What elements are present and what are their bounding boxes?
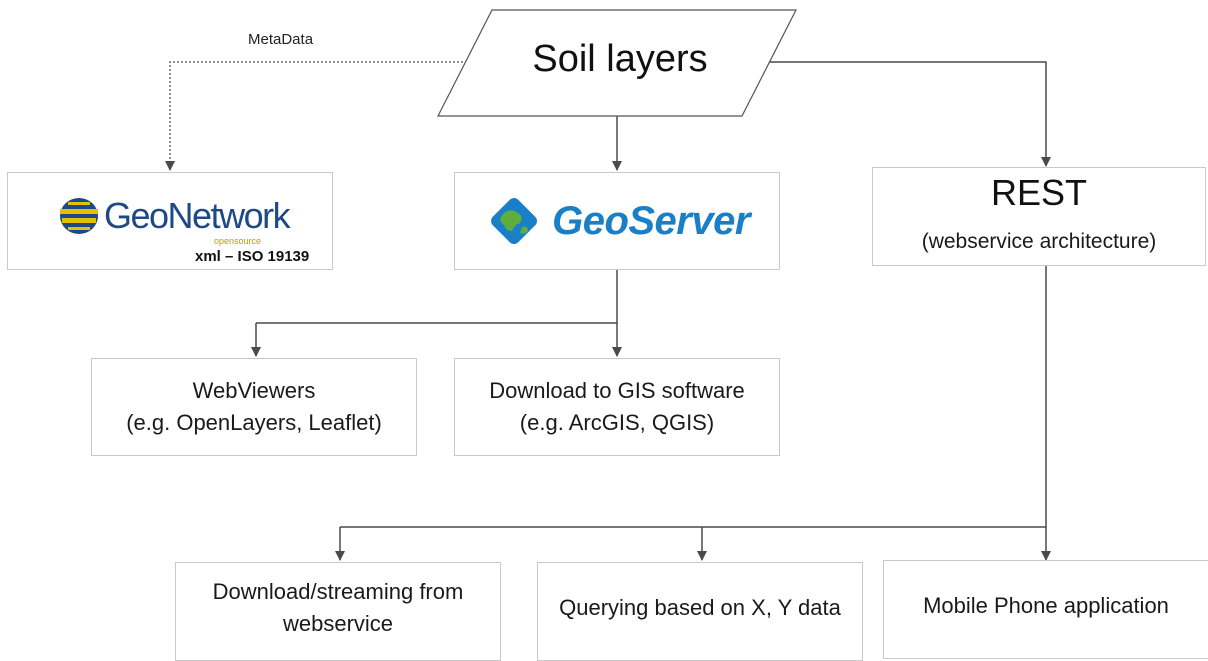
geoserver-branch-connector [256,270,618,324]
gis-download-examples: (e.g. ArcGIS, QGIS) [519,410,715,435]
rest-subtitle: (webservice architecture) [921,230,1157,253]
soil-layers-shape [437,9,797,117]
querying-label: Querying based on X, Y data [559,594,841,620]
download-streaming-box[interactable]: Download/streaming from webservice [175,562,501,661]
geonetwork-globe-icon [60,198,98,234]
geonetwork-logo-subtext: opensource [214,236,262,246]
geoserver-box[interactable]: GeoServer [454,172,780,270]
metadata-connector [165,61,467,171]
webviewers-examples: (e.g. OpenLayers, Leaflet) [126,410,382,435]
download-streaming-line1: Download/streaming from [212,578,464,604]
rest-title: REST [990,172,1087,213]
rest-box[interactable] [872,167,1206,266]
gis-download-box[interactable]: Download to GIS software (e.g. ArcGIS, Q… [454,358,780,456]
soil-to-rest-connector [766,61,1051,167]
webviewers-title: WebViewers [192,378,316,403]
metadata-label: MetaData [248,31,314,48]
download-streaming-line2: webservice [282,610,394,636]
mobile-box[interactable]: Mobile Phone application [883,560,1208,659]
geoserver-globe-icon [491,198,538,244]
mobile-label: Mobile Phone application [923,592,1169,618]
geoserver-logo: GeoServer [484,191,750,251]
geonetwork-format-label: xml – ISO 19139 [195,248,310,265]
geonetwork-logo: GeoNetwork [58,195,291,237]
soil-layers-label: Soil layers [532,38,708,80]
geonetwork-box[interactable]: GeoNetwork opensource xml – ISO 19139 [7,172,333,270]
geonetwork-logo-text: GeoNetwork [104,195,291,236]
geoserver-logo-text: GeoServer [552,198,750,243]
querying-box[interactable]: Querying based on X, Y data [537,562,863,661]
webviewers-box[interactable]: WebViewers (e.g. OpenLayers, Leaflet) [91,358,417,456]
gis-download-title: Download to GIS software [489,378,745,403]
